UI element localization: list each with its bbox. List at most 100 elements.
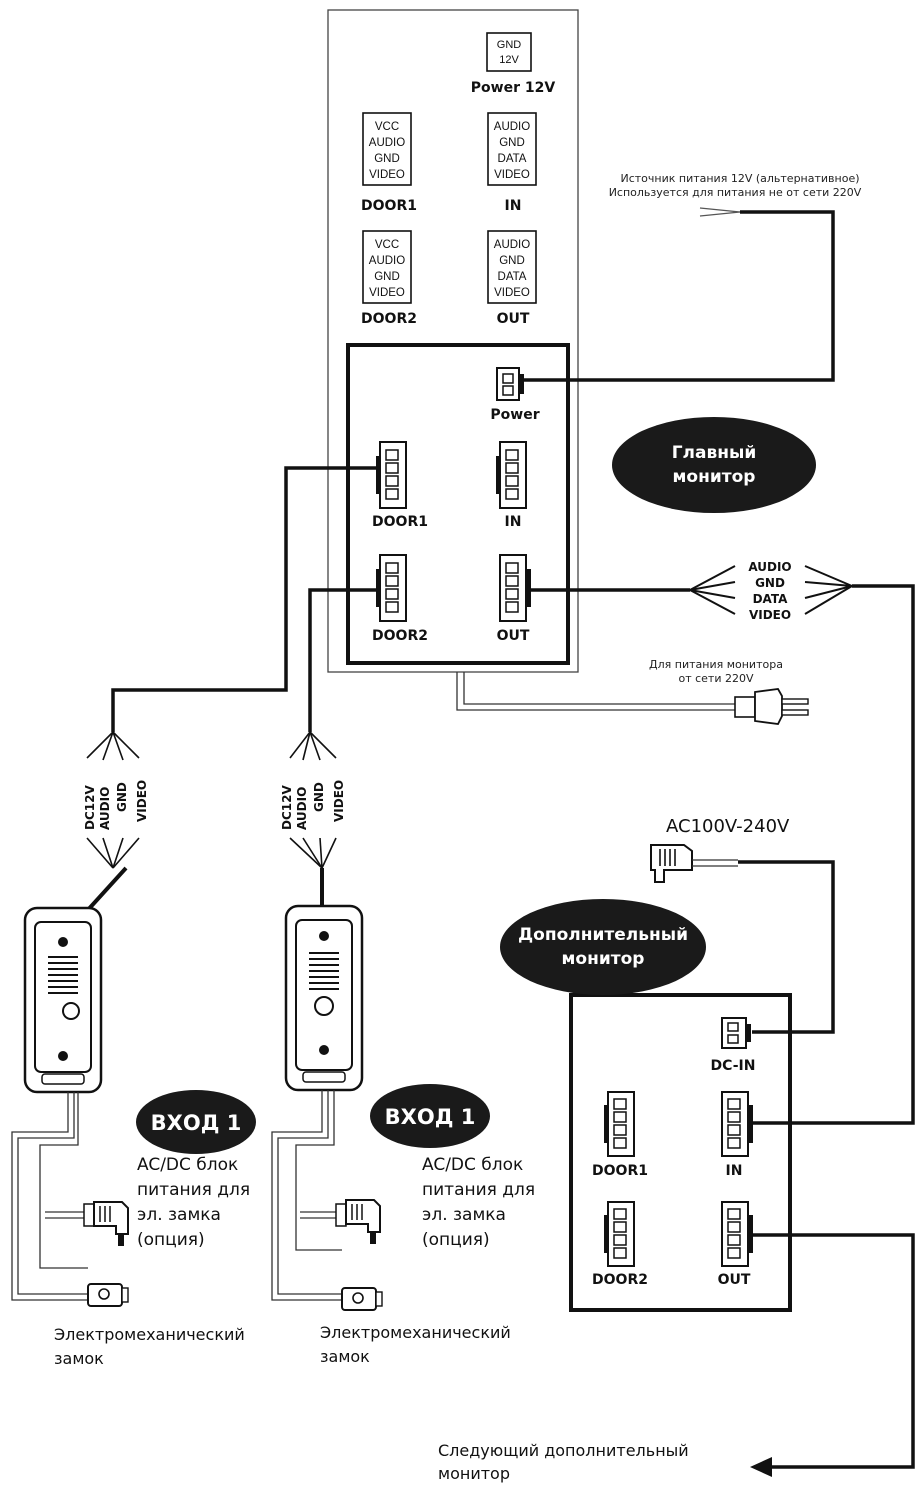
- extra-monitor-panel: [569, 993, 792, 1312]
- main-door1-connector: DOOR1: [372, 441, 428, 530]
- svg-text:DC12V: DC12V: [280, 785, 294, 830]
- svg-text:AC/DC блок: AC/DC блок: [137, 1155, 238, 1175]
- svg-text:GND: GND: [499, 137, 525, 149]
- alt-power-note: Источник питания 12V (альтернативное) Ис…: [609, 172, 862, 199]
- svg-text:VIDEO: VIDEO: [369, 287, 405, 299]
- svg-text:Используется для питания не от: Используется для питания не от сети 220V: [609, 186, 862, 199]
- svg-text:Источник питания 12V (альтерна: Источник питания 12V (альтернативное): [620, 172, 859, 185]
- extra-in-label: IN: [726, 1163, 743, 1179]
- svg-text:DATA: DATA: [753, 592, 789, 606]
- psu-adapter-icon-1: [83, 1201, 129, 1246]
- svg-text:монитор: монитор: [562, 949, 645, 969]
- svg-text:DATA: DATA: [498, 153, 527, 165]
- svg-text:VIDEO: VIDEO: [135, 780, 149, 822]
- door1-terminal: VCC AUDIO GND VIDEO DOOR1: [361, 112, 417, 214]
- main-out-bus-wire: [531, 565, 915, 1125]
- lock-icon-2: [341, 1287, 383, 1311]
- svg-text:замок: замок: [54, 1349, 104, 1368]
- svg-text:VCC: VCC: [375, 121, 399, 133]
- in-terminal: AUDIO GND DATA VIDEO IN: [487, 112, 537, 214]
- main-door2-connector-label: DOOR2: [372, 628, 428, 644]
- extra-dcin-connector: DC-IN: [711, 1017, 756, 1074]
- mains-plug-icon: [734, 688, 809, 725]
- svg-text:VIDEO: VIDEO: [332, 780, 346, 822]
- door2-terminal-caption: DOOR2: [361, 311, 417, 327]
- out-terminal: AUDIO GND DATA VIDEO OUT: [487, 230, 537, 327]
- svg-text:GND: GND: [374, 153, 400, 165]
- svg-text:ВХОД 1: ВХОД 1: [385, 1105, 476, 1129]
- psu-note-2: AC/DC блок питания для эл. замка (опция): [422, 1155, 535, 1250]
- door1-terminal-caption: DOOR1: [361, 198, 417, 214]
- svg-text:(опция): (опция): [422, 1230, 490, 1250]
- mains-cable: [456, 672, 735, 711]
- main-in-connector: IN: [496, 441, 527, 530]
- svg-text:Для питания монитора: Для питания монитора: [649, 658, 783, 671]
- svg-text:GND: GND: [499, 255, 525, 267]
- svg-text:VIDEO: VIDEO: [749, 608, 791, 622]
- svg-text:ВХОД 1: ВХОД 1: [151, 1111, 242, 1135]
- door1-cable: [84, 466, 376, 914]
- svg-text:питания для: питания для: [422, 1180, 535, 1200]
- svg-text:AUDIO: AUDIO: [494, 121, 530, 133]
- lock-icon-1: [87, 1283, 129, 1307]
- extra-power-wire: [738, 860, 835, 1034]
- main-power-connector: Power: [490, 367, 540, 423]
- svg-text:DC12V: DC12V: [83, 785, 97, 830]
- main-door2-connector: DOOR2: [372, 554, 428, 644]
- outdoor-panel-1: [23, 906, 103, 1094]
- psu-adapter-icon-2: [335, 1199, 381, 1244]
- main-in-connector-label: IN: [505, 514, 522, 530]
- svg-text:замок: замок: [320, 1347, 370, 1366]
- main-out-connector-label: OUT: [497, 628, 530, 644]
- svg-text:VCC: VCC: [375, 239, 399, 251]
- lock-note-1: Электромеханический замок: [54, 1325, 245, 1368]
- entrance-badge-1: ВХОД 1: [136, 1090, 256, 1154]
- door2-cable: [289, 588, 376, 910]
- svg-text:(опция): (опция): [137, 1230, 205, 1250]
- extra-out-label: OUT: [718, 1272, 751, 1288]
- bus-wire-labels: AUDIO GND DATA VIDEO: [748, 560, 791, 622]
- main-monitor-panel: [327, 9, 579, 673]
- extra-door2-label: DOOR2: [592, 1272, 648, 1288]
- outdoor-panel-2: [284, 904, 364, 1092]
- out-terminal-caption: OUT: [497, 311, 530, 327]
- svg-text:VIDEO: VIDEO: [494, 169, 530, 181]
- main-out-connector: OUT: [497, 554, 531, 644]
- lock-wiring-2: [271, 1090, 342, 1301]
- svg-text:от сети 220V: от сети 220V: [678, 672, 753, 685]
- svg-text:AUDIO: AUDIO: [295, 787, 309, 830]
- svg-text:Дополнительный: Дополнительный: [518, 925, 688, 945]
- svg-text:12V: 12V: [499, 54, 519, 66]
- extra-door1-connector: DOOR1: [592, 1091, 648, 1179]
- extra-door1-label: DOOR1: [592, 1163, 648, 1179]
- ac-voltage-label: AC100V-240V: [666, 816, 790, 837]
- svg-text:эл. замка: эл. замка: [422, 1205, 506, 1225]
- svg-text:Главный: Главный: [672, 443, 757, 463]
- svg-text:GND: GND: [312, 782, 326, 812]
- svg-text:VIDEO: VIDEO: [369, 169, 405, 181]
- entrance-badge-2: ВХОД 1: [370, 1084, 490, 1148]
- next-monitor-wire: [750, 1233, 915, 1477]
- svg-text:эл. замка: эл. замка: [137, 1205, 221, 1225]
- svg-text:AUDIO: AUDIO: [369, 255, 405, 267]
- lock-wiring-1: [11, 1092, 88, 1301]
- main-monitor-badge: Главный монитор: [612, 417, 816, 513]
- extra-monitor-badge: Дополнительный монитор: [500, 899, 706, 995]
- psu-note-1: AC/DC блок питания для эл. замка (опция): [137, 1155, 250, 1250]
- svg-text:Электромеханический: Электромеханический: [320, 1323, 511, 1342]
- door2-wire-labels: DC12V AUDIO GND VIDEO: [280, 780, 346, 830]
- extra-dcin-label: DC-IN: [711, 1058, 756, 1074]
- main-power-connector-label: Power: [490, 407, 539, 423]
- power-12v-caption: Power 12V: [471, 80, 556, 96]
- svg-text:GND: GND: [755, 576, 785, 590]
- svg-text:DATA: DATA: [498, 271, 527, 283]
- door2-terminal: VCC AUDIO GND VIDEO DOOR2: [361, 230, 417, 327]
- alt-power-wire: [524, 207, 835, 382]
- extra-out-connector: OUT: [718, 1201, 753, 1288]
- ac-adapter-icon: [650, 844, 738, 883]
- main-door1-connector-label: DOOR1: [372, 514, 428, 530]
- svg-text:AUDIO: AUDIO: [98, 787, 112, 830]
- svg-text:AC/DC блок: AC/DC блок: [422, 1155, 523, 1175]
